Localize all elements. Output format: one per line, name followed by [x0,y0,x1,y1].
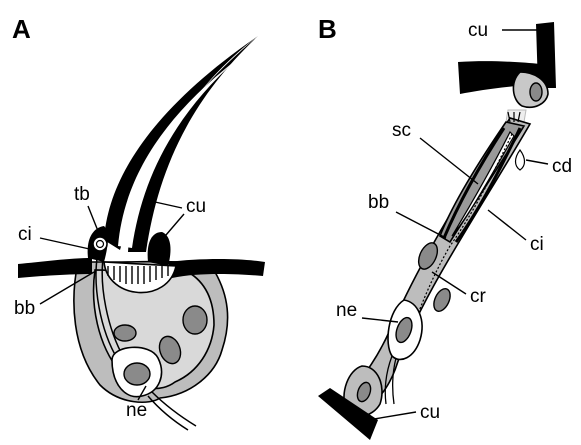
panel-b-label-cu-top: cu [468,20,488,41]
panel-a-letter: A [12,14,31,44]
panel-b: B cu sc [318,14,572,440]
panel-b-nucleus-2 [431,286,454,314]
panel-a-leader-ci [40,238,94,250]
panel-a: A tb ci [12,14,265,430]
panel-b-letter: B [318,14,337,44]
panel-b-leader-ci [488,210,526,240]
panel-a-label-ne: ne [126,400,147,421]
panel-b-cap-dilation [516,150,525,170]
panel-b-label-cd: cd [552,156,572,177]
panel-a-neuron-nucleus [124,363,150,385]
panel-b-leader-cu-bottom [368,412,416,420]
panel-a-label-tb: tb [74,184,90,205]
panel-b-label-bb: bb [368,192,389,213]
panel-b-label-cu-bottom: cu [420,402,440,423]
panel-b-label-cr: cr [470,286,487,307]
panel-b-leader-bb [396,212,446,238]
panel-b-leader-cd [526,160,548,164]
panel-b-label-sc: sc [392,120,411,141]
panel-b-leader-sc [420,138,478,184]
panel-a-tubular-body [93,237,107,251]
panel-b-lumen [452,132,514,236]
panel-b-label-ne: ne [336,300,357,321]
panel-b-distal-nucleus [530,83,542,101]
panel-a-label-ci: ci [18,224,32,245]
panel-a-label-bb: bb [14,298,35,319]
panel-a-socket-right [148,232,171,266]
panel-b-label-ci: ci [530,234,544,255]
panel-a-label-cu: cu [186,196,206,217]
panel-a-nucleus-1 [114,325,136,341]
panel-a-nucleus-3 [183,306,207,334]
